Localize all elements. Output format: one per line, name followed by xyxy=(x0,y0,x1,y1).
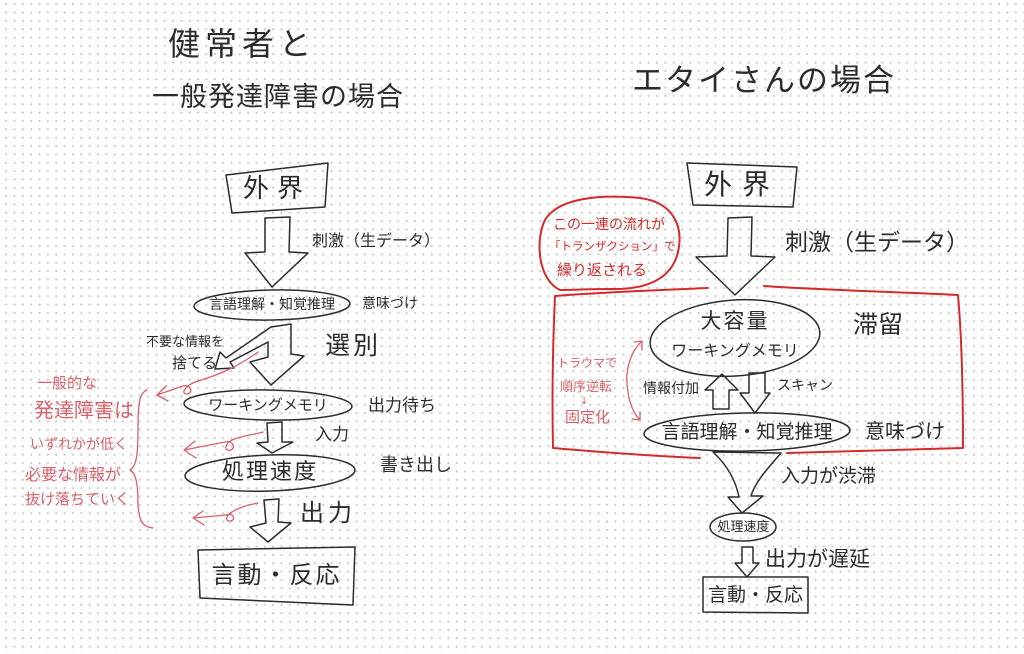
left-red-arrow-3 xyxy=(192,502,259,526)
left-annotation-line5: 抜け落ちていく xyxy=(25,490,131,508)
left-awaiting-output-label: 出力待ち xyxy=(368,396,436,416)
transaction-note-bubble xyxy=(538,195,681,291)
transaction-loop-frame xyxy=(551,285,964,459)
left-input-label: 入力 xyxy=(315,425,349,445)
left-red-arrow-2 xyxy=(183,431,264,459)
left-language-perception-label: 言語理解・知覚推理 xyxy=(209,297,335,313)
left-input-arrow xyxy=(256,421,294,454)
left-discard-arrow xyxy=(214,326,272,370)
left-output-label: 出力 xyxy=(300,499,356,527)
trauma-double-arrow xyxy=(626,340,643,421)
right-add-info-up-arrow xyxy=(704,373,739,410)
left-stimulus-label: 刺激（生データ） xyxy=(312,231,441,250)
right-scan-down-arrow xyxy=(739,372,771,414)
right-flow-shapes xyxy=(643,162,851,614)
right-processing-speed-oval xyxy=(709,512,777,542)
left-working-memory-oval xyxy=(183,389,353,421)
right-language-perception-oval xyxy=(643,412,851,452)
right-scan-label: スキャン xyxy=(777,378,833,394)
left-red-arrow-1 xyxy=(156,351,259,402)
left-discard-label-line1: 不要な情報を xyxy=(146,335,225,350)
right-outside-world-box xyxy=(686,162,798,208)
left-selection-label: 選別 xyxy=(325,331,382,360)
right-red-frame-shapes xyxy=(538,195,964,459)
left-annotation-line3: いずれかが低く xyxy=(30,437,128,453)
left-title-line1: 健常者と xyxy=(168,25,317,63)
trauma-note-line2: 順序逆転 xyxy=(560,380,613,395)
right-output-delay-label: 出力が遅延 xyxy=(765,547,870,571)
right-meaning-label: 意味づけ xyxy=(865,419,945,443)
right-stimulus-label: 刺激（生データ） xyxy=(785,230,969,256)
left-output-arrow xyxy=(249,498,292,543)
left-meaning-label: 意味づけ xyxy=(362,296,418,312)
left-outside-world-label: 外界 xyxy=(242,174,311,204)
left-outside-world-box xyxy=(225,162,329,214)
transaction-note-line1: この一連の流れが xyxy=(553,217,665,233)
right-title: エタイさんの場合 xyxy=(632,63,896,99)
left-language-perception-oval xyxy=(193,289,351,321)
left-red-annotation-shapes xyxy=(129,351,264,529)
left-behavior-response-label: 言動・反応 xyxy=(211,561,342,589)
left-annotation-line4: 必要な情報が xyxy=(25,465,122,484)
left-write-out-label: 書き出し xyxy=(380,455,452,476)
left-annotation-line1: 一般的な xyxy=(37,374,98,392)
right-large-wm-label-line2: ワーキングメモリ xyxy=(671,341,799,360)
left-processing-speed-oval xyxy=(184,454,356,492)
trauma-loop-arrow-shapes xyxy=(626,340,643,421)
right-large-wm-label-line1: 大容量 xyxy=(700,309,770,333)
left-annotation-line2: 発達障害は xyxy=(34,398,134,422)
left-working-memory-label: ワーキングメモリ xyxy=(208,396,328,414)
right-congestion-funnel-arrow xyxy=(712,451,782,514)
right-language-perception-label: 言語理解・知覚推理 xyxy=(661,421,833,443)
left-curly-brace xyxy=(129,389,154,529)
left-selection-arrow xyxy=(249,323,305,386)
right-stimulus-arrow xyxy=(695,216,776,296)
right-behavior-box xyxy=(702,576,809,614)
trauma-note-line1: トラウマで xyxy=(557,356,618,370)
left-stimulus-arrow xyxy=(244,216,309,288)
left-title-line2: 一般発達障害の場合 xyxy=(152,82,404,113)
right-processing-speed-label: 処理速度 xyxy=(717,520,770,535)
right-add-info-label: 情報付加 xyxy=(643,381,699,397)
right-outside-world-label: 外界 xyxy=(703,168,780,201)
left-flow-shapes xyxy=(183,162,356,606)
trauma-note-down-arrow-icon: ↓ xyxy=(580,396,589,407)
right-output-delay-arrow xyxy=(734,546,760,578)
trauma-note-line3: 固定化 xyxy=(565,408,611,426)
left-discard-label-line2: 捨てる xyxy=(172,354,218,372)
right-stagnation-label: 滞留 xyxy=(853,310,904,339)
transaction-note-line2: 「トランザクション」で xyxy=(549,239,676,253)
left-processing-speed-label: 処理速度 xyxy=(221,460,318,485)
left-behavior-box xyxy=(197,546,356,606)
right-input-congestion-label: 入力が渋滞 xyxy=(781,465,877,487)
transaction-note-line3: 繰り返される xyxy=(557,261,648,279)
right-behavior-response-label: 言動・反応 xyxy=(707,584,803,606)
right-large-working-memory-oval xyxy=(649,298,821,378)
